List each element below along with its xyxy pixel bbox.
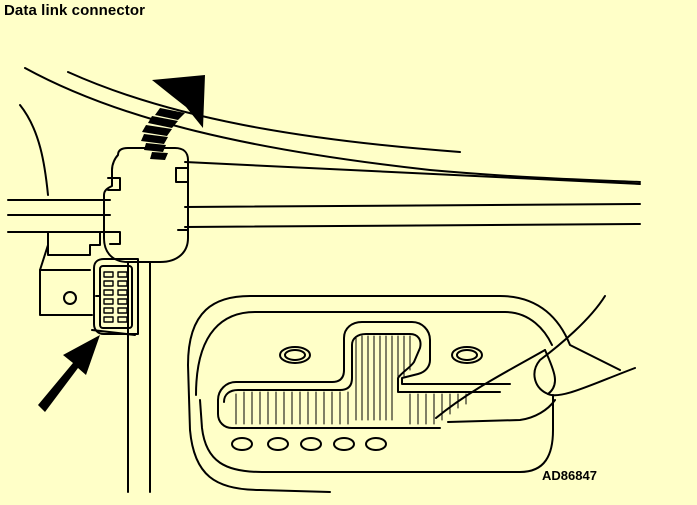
shift-gate bbox=[218, 322, 510, 428]
bezel-screw-holes bbox=[280, 347, 482, 363]
trim-panel bbox=[8, 200, 640, 232]
connector-cover bbox=[104, 148, 188, 262]
figure-code: AD86847 bbox=[542, 468, 597, 483]
diagram-title: Data link connector bbox=[4, 2, 146, 19]
gate-hatching bbox=[236, 336, 466, 424]
location-arrow bbox=[38, 335, 100, 412]
shift-lever bbox=[436, 296, 635, 422]
removal-direction-arrow bbox=[141, 75, 205, 160]
dashboard-edge-lines bbox=[20, 68, 640, 195]
connector-pins bbox=[104, 272, 127, 322]
console-post bbox=[128, 262, 150, 492]
shifter-bezel bbox=[188, 296, 620, 492]
data-link-connector bbox=[94, 259, 138, 334]
mount-bracket bbox=[40, 232, 135, 335]
position-indicator-lights bbox=[232, 438, 386, 450]
